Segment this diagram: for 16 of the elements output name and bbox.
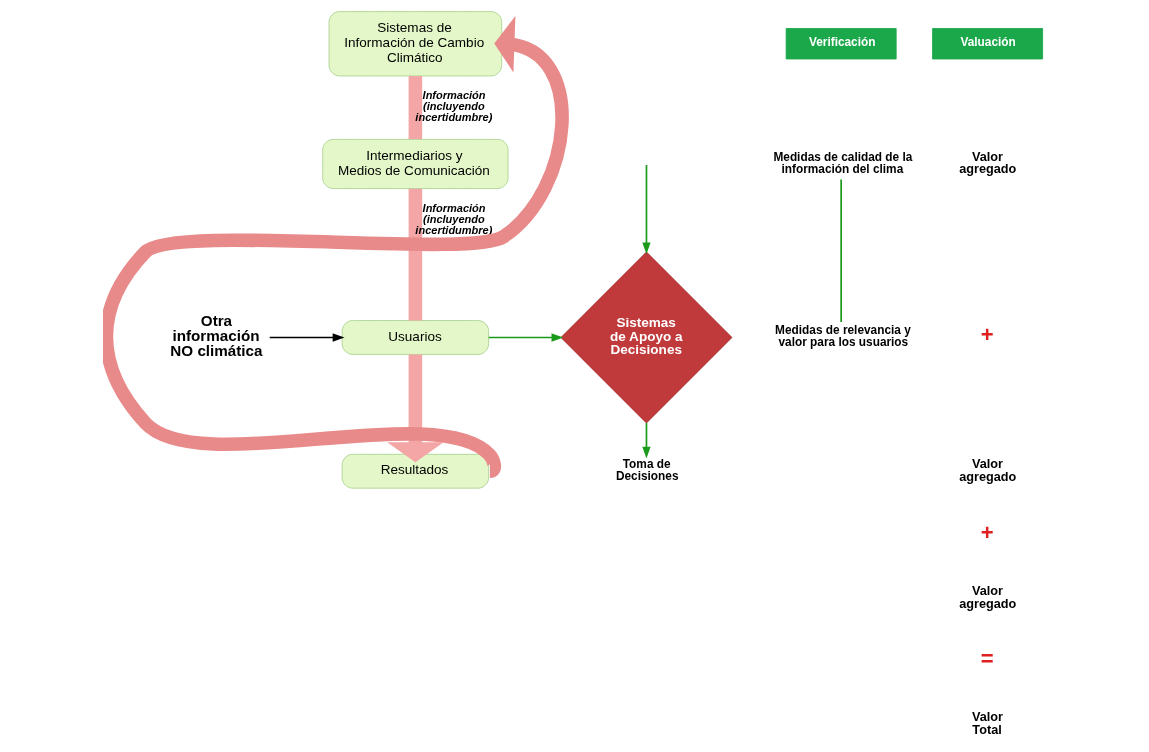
node-box: Verificación [785,28,897,60]
connector [840,178,842,323]
node-text: Medidas de calidad de la información del clima [773,149,913,176]
node-diamond: Sistemas de Apoyo a Decisiones [560,251,733,424]
label: + [980,321,994,347]
label: Valor agregado [959,149,1017,177]
node-text: Medidas de relevancia y valor para los usuarios [775,323,911,350]
arrow [642,164,651,255]
node-box: Valuación [932,28,1044,60]
label: Valor agregado [959,583,1017,611]
arrow [642,422,651,459]
label: + [980,519,994,545]
node-text: Toma de Decisiones [615,457,679,483]
label: Valor Total [971,709,1003,737]
label: Valor agregado [959,456,1017,484]
label: = [980,645,994,671]
